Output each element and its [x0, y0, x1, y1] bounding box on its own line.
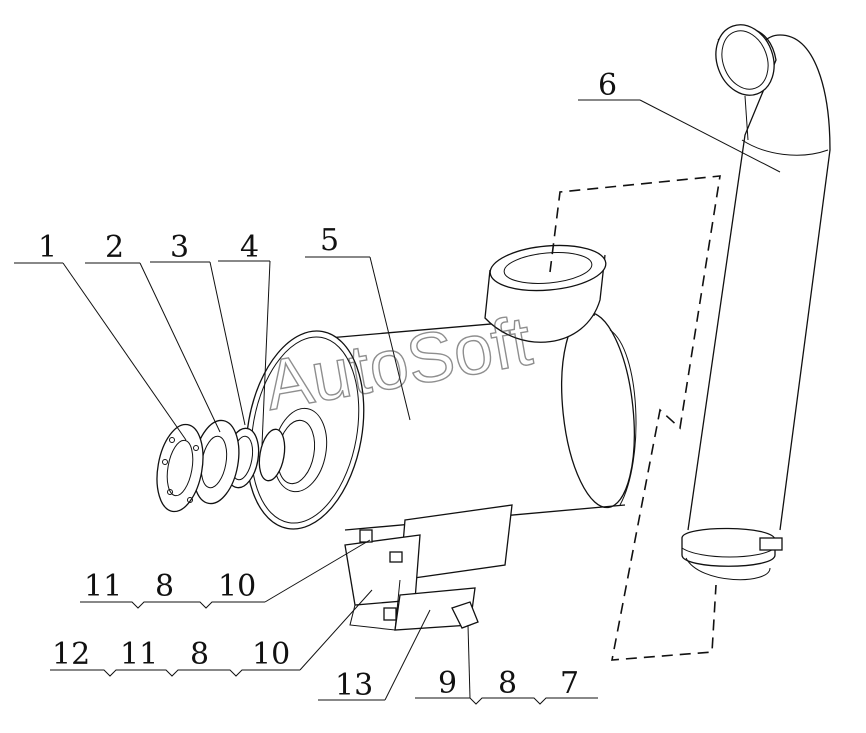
- callout-1: 1: [38, 230, 57, 265]
- callout-8-upper: 8: [155, 569, 174, 604]
- callout-labels: 1 2 3 4 5 6 11 8 10 12 11 8 10 13 9 8 7: [38, 68, 617, 703]
- callout-9: 9: [438, 666, 457, 701]
- callout-8-right: 8: [498, 666, 517, 701]
- air-cleaner-housing: [245, 244, 637, 531]
- inlet-flange-assembly: [156, 419, 286, 513]
- callout-3: 3: [170, 230, 189, 265]
- callout-2: 2: [105, 230, 124, 265]
- connection-dashed-line: [549, 175, 721, 661]
- mounting-bracket: [344, 504, 513, 631]
- callout-4: 4: [240, 230, 259, 265]
- callout-6: 6: [598, 68, 617, 103]
- callout-12: 12: [52, 637, 90, 672]
- watermark-text: AutoSoft: [259, 301, 537, 424]
- callout-11-lower: 11: [120, 637, 158, 672]
- callout-10-upper: 10: [218, 569, 256, 604]
- callout-13: 13: [335, 668, 373, 703]
- callout-10-lower: 10: [252, 637, 290, 672]
- callout-5: 5: [320, 223, 339, 258]
- callout-7: 7: [560, 666, 579, 701]
- callout-8-lower: 8: [190, 637, 209, 672]
- leader-lines: [14, 99, 781, 705]
- exhaust-pipe: [681, 24, 831, 581]
- callout-11-upper: 11: [84, 569, 122, 604]
